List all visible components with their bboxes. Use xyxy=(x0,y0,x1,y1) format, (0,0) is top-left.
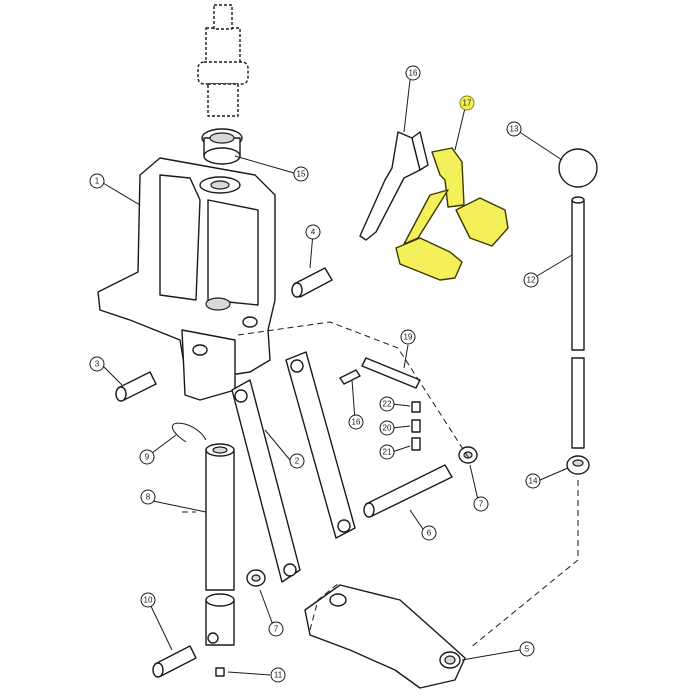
svg-text:16: 16 xyxy=(409,69,418,78)
part-19-pin[interactable] xyxy=(361,357,421,389)
part-21-ball[interactable] xyxy=(411,437,421,451)
svg-text:3: 3 xyxy=(95,360,100,369)
svg-text:9: 9 xyxy=(145,453,150,462)
part-2-links[interactable] xyxy=(231,351,356,583)
svg-text:13: 13 xyxy=(510,125,519,134)
part-7-nut-left[interactable] xyxy=(246,569,266,587)
svg-text:15: 15 xyxy=(297,170,306,179)
svg-text:10: 10 xyxy=(144,596,153,605)
callout-16-top[interactable]: 16 xyxy=(405,65,421,81)
callout-3[interactable]: 3 xyxy=(89,356,105,372)
part-12-handle[interactable] xyxy=(571,196,585,449)
svg-text:6: 6 xyxy=(427,529,432,538)
callout-1[interactable]: 1 xyxy=(89,173,105,189)
callout-4[interactable]: 4 xyxy=(305,224,321,240)
svg-text:11: 11 xyxy=(274,671,283,680)
callout-2[interactable]: 2 xyxy=(289,453,305,469)
part-10-pin[interactable] xyxy=(152,645,197,678)
callout-14[interactable]: 14 xyxy=(525,473,541,489)
svg-text:17: 17 xyxy=(463,99,472,108)
callout-15[interactable]: 15 xyxy=(293,166,309,182)
callout-8[interactable]: 8 xyxy=(140,489,156,505)
part-17-bracket-highlighted[interactable] xyxy=(395,147,509,281)
svg-text:1: 1 xyxy=(95,177,100,186)
callout-9[interactable]: 9 xyxy=(139,449,155,465)
svg-text:22: 22 xyxy=(383,400,392,409)
part-6-pin[interactable] xyxy=(363,464,453,518)
callout-12[interactable]: 12 xyxy=(523,272,539,288)
callout-22[interactable]: 22 xyxy=(379,396,395,412)
part-8-ram[interactable] xyxy=(205,443,235,646)
part-9-clip[interactable] xyxy=(171,422,207,443)
part-7-nut-right[interactable] xyxy=(458,446,478,464)
assembly-dashed-lines xyxy=(182,321,579,649)
svg-text:20: 20 xyxy=(383,424,392,433)
part-22-spring[interactable] xyxy=(411,401,421,413)
svg-text:12: 12 xyxy=(527,276,536,285)
svg-text:16: 16 xyxy=(352,418,361,427)
part-14-nut[interactable] xyxy=(566,455,590,475)
callout-19[interactable]: 19 xyxy=(400,329,416,345)
svg-text:21: 21 xyxy=(383,448,392,457)
leader-lines xyxy=(101,79,573,676)
svg-text:8: 8 xyxy=(146,493,151,502)
part-5-base-linkage[interactable] xyxy=(304,584,466,689)
part-11-screw[interactable] xyxy=(215,667,225,677)
part-1-press-frame[interactable] xyxy=(97,157,276,401)
part-16-bracket[interactable] xyxy=(359,131,429,241)
callout-7-right[interactable]: 7 xyxy=(473,496,489,512)
top-die xyxy=(197,4,249,117)
svg-text:19: 19 xyxy=(404,333,413,342)
callout-17-selected[interactable]: 17 xyxy=(459,95,475,111)
callout-13[interactable]: 13 xyxy=(506,121,522,137)
part-20-plunger[interactable] xyxy=(411,419,421,433)
callout-21[interactable]: 21 xyxy=(379,444,395,460)
callout-6[interactable]: 6 xyxy=(421,525,437,541)
svg-text:14: 14 xyxy=(529,477,538,486)
part-3-pin[interactable] xyxy=(115,371,157,402)
part-16-screw[interactable] xyxy=(339,369,361,385)
part-13-ball[interactable] xyxy=(558,148,598,188)
svg-text:7: 7 xyxy=(479,500,484,509)
callout-20[interactable]: 20 xyxy=(379,420,395,436)
callout-16-mid[interactable]: 16 xyxy=(348,414,364,430)
callout-11[interactable]: 11 xyxy=(270,667,286,683)
svg-text:7: 7 xyxy=(274,625,279,634)
callout-10[interactable]: 10 xyxy=(140,592,156,608)
callout-5[interactable]: 5 xyxy=(519,641,535,657)
svg-text:2: 2 xyxy=(295,457,300,466)
callout-7-left[interactable]: 7 xyxy=(268,621,284,637)
svg-text:5: 5 xyxy=(525,645,530,654)
part-15-bushing[interactable] xyxy=(201,128,243,165)
svg-text:4: 4 xyxy=(311,228,316,237)
part-4-pin[interactable] xyxy=(291,267,333,298)
